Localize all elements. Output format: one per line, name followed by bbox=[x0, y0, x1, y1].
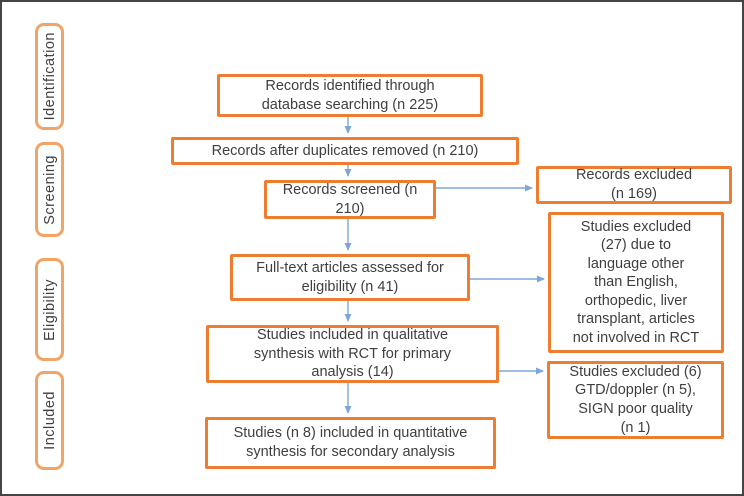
stage-included: Included bbox=[35, 371, 64, 470]
box-qualitative-synthesis: Studies included in qualitative synthesi… bbox=[206, 325, 499, 383]
box-quantitative-synthesis: Studies (n 8) included in quantitative s… bbox=[205, 417, 496, 469]
box-studies-excluded-quality: Studies excluded (6) GTD/doppler (n 5), … bbox=[547, 361, 724, 439]
stage-eligibility: Eligibility bbox=[35, 258, 64, 361]
stage-identification: Identification bbox=[35, 23, 64, 130]
box-records-identified: Records identified through database sear… bbox=[217, 74, 483, 117]
box-records-screened: Records screened (n 210) bbox=[264, 180, 436, 219]
box-duplicates-removed: Records after duplicates removed (n 210) bbox=[171, 137, 519, 165]
stage-screening: Screening bbox=[35, 142, 64, 237]
box-studies-excluded-fulltext: Studies excluded (27) due to language ot… bbox=[548, 212, 724, 353]
stage-eligibility-label: Eligibility bbox=[41, 278, 58, 341]
stage-screening-label: Screening bbox=[41, 154, 58, 225]
stage-identification-label: Identification bbox=[41, 32, 58, 121]
box-fulltext-assessed: Full-text articles assessed for eligibil… bbox=[230, 254, 470, 301]
box-records-excluded: Records excluded (n 169) bbox=[536, 166, 732, 204]
stage-included-label: Included bbox=[41, 391, 58, 450]
